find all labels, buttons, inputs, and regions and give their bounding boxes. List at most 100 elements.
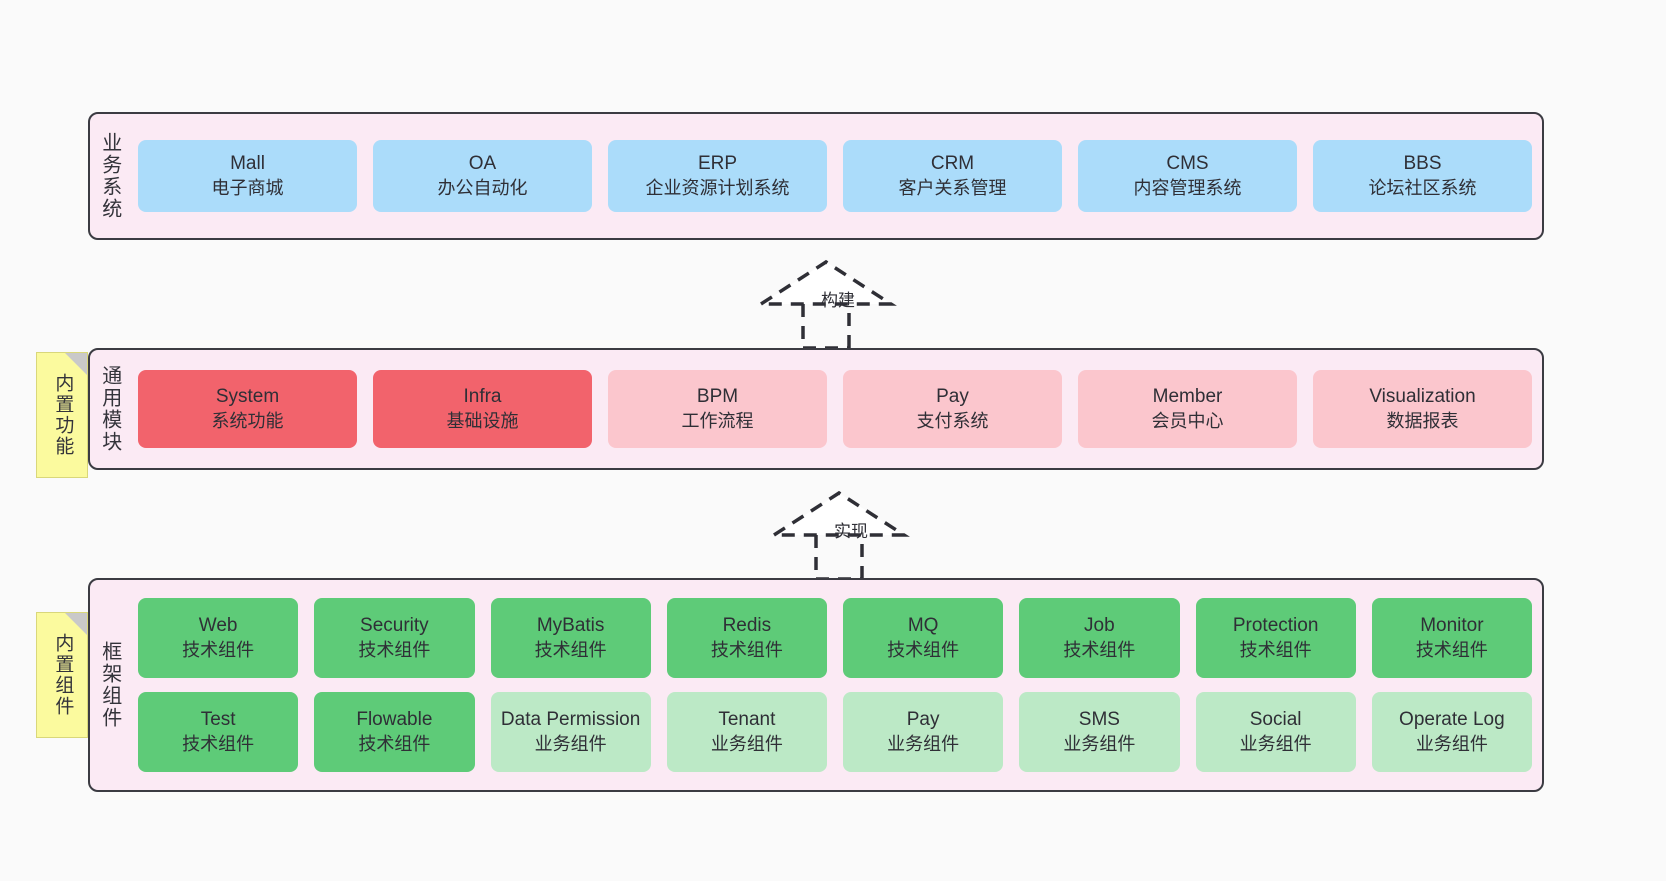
card-subtitle: 业务组件	[1239, 733, 1312, 754]
card-row: System 系统功能 Infra 基础设施 BPM 工作流程 Pay 支付系统…	[138, 370, 1532, 448]
card-tenant[interactable]: Tenant 业务组件	[666, 692, 827, 772]
card-subtitle: 数据报表	[1386, 410, 1459, 431]
card-job[interactable]: Job 技术组件	[1019, 598, 1180, 678]
card-title: Web	[198, 615, 238, 637]
page-fold-icon	[65, 353, 87, 375]
card-title: OA	[468, 153, 497, 175]
sticky-note-label: 内置功能	[52, 373, 74, 457]
layer-body-modules: System 系统功能 Infra 基础设施 BPM 工作流程 Pay 支付系统…	[128, 350, 1542, 468]
card-subtitle: 技术组件	[358, 639, 431, 660]
card-subtitle: 技术组件	[534, 639, 607, 660]
card-title: MQ	[907, 615, 939, 637]
card-title: Pay	[906, 709, 940, 731]
layer-business-systems: 业务系统 Mall 电子商城 OA 办公自动化 ERP 企业资源计划系统 CRM…	[88, 112, 1544, 240]
card-subtitle: 支付系统	[916, 410, 989, 431]
sticky-note-builtin-features: 内置功能	[36, 352, 88, 478]
card-infra[interactable]: Infra 基础设施	[373, 370, 592, 448]
card-subtitle: 技术组件	[1239, 639, 1312, 660]
layer-common-modules: 通用模块 System 系统功能 Infra 基础设施 BPM 工作流程 Pay…	[88, 348, 1544, 470]
card-title: Security	[360, 615, 429, 637]
card-bbs[interactable]: BBS 论坛社区系统	[1313, 140, 1532, 212]
card-social[interactable]: Social 业务组件	[1195, 692, 1356, 772]
card-protection[interactable]: Protection 技术组件	[1195, 598, 1356, 678]
layer-body-framework: Web 技术组件 Security 技术组件 MyBatis 技术组件 Redi…	[128, 580, 1542, 790]
card-subtitle: 业务组件	[534, 733, 607, 754]
card-mq[interactable]: MQ 技术组件	[843, 598, 1004, 678]
card-subtitle: 技术组件	[182, 639, 255, 660]
card-title: Tenant	[718, 709, 776, 731]
card-bpm[interactable]: BPM 工作流程	[608, 370, 827, 448]
layer-body-business: Mall 电子商城 OA 办公自动化 ERP 企业资源计划系统 CRM 客户关系…	[128, 114, 1542, 238]
card-title: Protection	[1232, 615, 1319, 637]
card-sms[interactable]: SMS 业务组件	[1019, 692, 1180, 772]
card-subtitle: 客户关系管理	[898, 177, 1007, 198]
card-title: Infra	[463, 386, 502, 408]
sticky-note-builtin-components: 内置组件	[36, 612, 88, 738]
card-subtitle: 论坛社区系统	[1368, 177, 1477, 198]
card-monitor[interactable]: Monitor 技术组件	[1371, 598, 1532, 678]
card-cms[interactable]: CMS 内容管理系统	[1078, 140, 1297, 212]
layer-title-modules: 通用模块	[98, 365, 121, 453]
card-title: Data Permission	[500, 709, 641, 731]
card-subtitle: 系统功能	[211, 410, 284, 431]
card-title: BPM	[696, 386, 739, 408]
card-title: Social	[1249, 709, 1302, 731]
card-subtitle: 电子商城	[211, 177, 284, 198]
card-subtitle: 业务组件	[710, 733, 783, 754]
card-subtitle: 企业资源计划系统	[645, 177, 790, 198]
card-flowable[interactable]: Flowable 技术组件	[314, 692, 475, 772]
layer-title-framework: 框架组件	[98, 641, 121, 729]
card-subtitle: 技术组件	[887, 639, 960, 660]
card-operate-log[interactable]: Operate Log 业务组件	[1371, 692, 1532, 772]
card-title: ERP	[697, 153, 738, 175]
card-title: BBS	[1403, 153, 1442, 175]
card-row: Test 技术组件 Flowable 技术组件 Data Permission …	[138, 692, 1532, 772]
card-title: CRM	[930, 153, 975, 175]
card-title: MyBatis	[536, 615, 605, 637]
card-oa[interactable]: OA 办公自动化	[373, 140, 592, 212]
connector-label: 构建	[821, 291, 855, 310]
card-subtitle: 技术组件	[1063, 639, 1136, 660]
card-pay-module[interactable]: Pay 支付系统	[843, 370, 1062, 448]
card-web[interactable]: Web 技术组件	[138, 598, 299, 678]
sticky-note-label: 内置组件	[52, 633, 74, 717]
card-title: Operate Log	[1399, 709, 1505, 731]
card-redis[interactable]: Redis 技术组件	[666, 598, 827, 678]
card-subtitle: 技术组件	[182, 733, 255, 754]
layer-title-business: 业务系统	[98, 132, 121, 220]
card-test[interactable]: Test 技术组件	[138, 692, 299, 772]
card-subtitle: 内容管理系统	[1133, 177, 1242, 198]
card-subtitle: 业务组件	[1063, 733, 1136, 754]
card-erp[interactable]: ERP 企业资源计划系统	[608, 140, 827, 212]
card-mall[interactable]: Mall 电子商城	[138, 140, 357, 212]
card-title: Member	[1152, 386, 1223, 408]
card-subtitle: 基础设施	[446, 410, 519, 431]
card-subtitle: 会员中心	[1151, 410, 1224, 431]
card-subtitle: 技术组件	[358, 733, 431, 754]
card-title: CMS	[1166, 153, 1209, 175]
card-subtitle: 业务组件	[1415, 733, 1488, 754]
card-title: Monitor	[1420, 615, 1484, 637]
card-title: System	[215, 386, 280, 408]
card-system[interactable]: System 系统功能	[138, 370, 357, 448]
card-visualization[interactable]: Visualization 数据报表	[1313, 370, 1532, 448]
card-subtitle: 技术组件	[1415, 639, 1488, 660]
card-member[interactable]: Member 会员中心	[1078, 370, 1297, 448]
card-security[interactable]: Security 技术组件	[314, 598, 475, 678]
card-pay-component[interactable]: Pay 业务组件	[843, 692, 1004, 772]
card-mybatis[interactable]: MyBatis 技术组件	[490, 598, 651, 678]
card-data-permission[interactable]: Data Permission 业务组件	[490, 692, 651, 772]
card-title: Pay	[936, 386, 969, 408]
card-subtitle: 业务组件	[887, 733, 960, 754]
card-title: Test	[200, 709, 236, 731]
card-title: Flowable	[356, 709, 433, 731]
layer-framework-components: 框架组件 Web 技术组件 Security 技术组件 MyBatis 技术组件…	[88, 578, 1544, 792]
card-title: Job	[1084, 615, 1115, 637]
card-subtitle: 办公自动化	[437, 177, 528, 198]
card-crm[interactable]: CRM 客户关系管理	[843, 140, 1062, 212]
card-subtitle: 技术组件	[710, 639, 783, 660]
card-row: Mall 电子商城 OA 办公自动化 ERP 企业资源计划系统 CRM 客户关系…	[138, 140, 1532, 212]
connector-label: 实现	[834, 522, 868, 541]
connector-implement: 实现	[758, 487, 944, 581]
